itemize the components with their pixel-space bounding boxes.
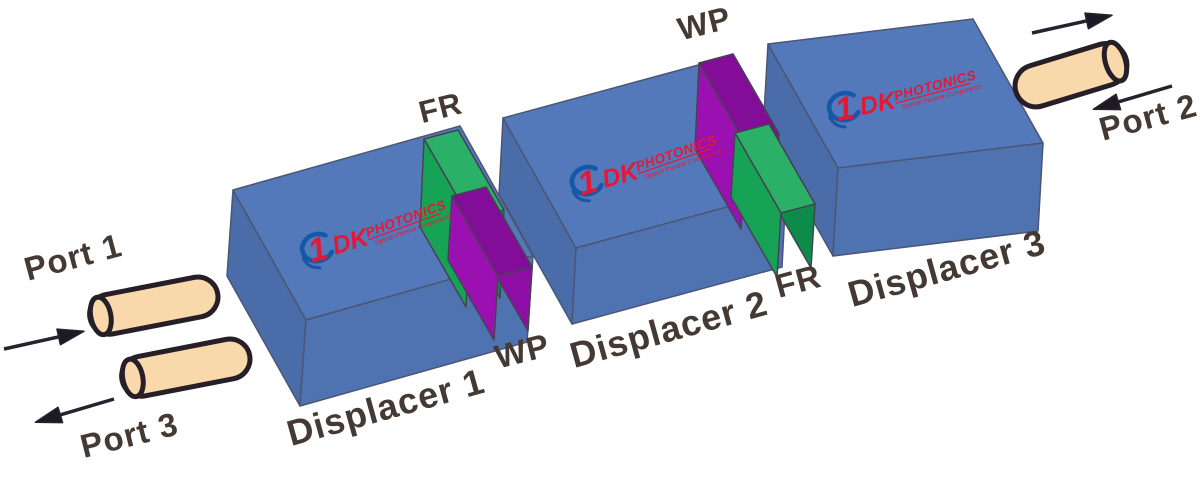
arrow-shaft [1115, 84, 1173, 105]
port-1-input-arrow-icon [3, 328, 85, 351]
arrow-head [56, 328, 85, 346]
arrow-shaft [1031, 18, 1090, 35]
arrow-head [1092, 93, 1122, 111]
wp-1-front-face [447, 195, 499, 341]
port-3-output-arrow-icon [34, 397, 115, 424]
port-1-label: Port 1 [20, 226, 126, 287]
wp-2-label: WP [674, 0, 735, 47]
fr-2-front-face [730, 132, 782, 278]
port-3-label: Port 3 [76, 405, 182, 465]
port-2-label: Port 2 [1095, 86, 1200, 147]
arrow-shaft [57, 397, 115, 418]
arrow-head [1084, 12, 1113, 30]
arrow-head [34, 406, 64, 424]
port-3-fiber-endcap [119, 356, 146, 400]
port-1-fiber [87, 274, 221, 338]
faraday-rotator-2-plate [730, 123, 816, 278]
port-2-output-arrow-icon [1031, 12, 1113, 35]
port-2-input-arrow-icon [1092, 84, 1173, 111]
port-3-fiber [119, 336, 253, 400]
port-2-fiber [1012, 39, 1130, 110]
arrow-shaft [3, 334, 62, 351]
waveplate-1-plate [447, 186, 533, 341]
displacer-3-front-face [832, 142, 1044, 257]
fr-1-label: FR [415, 86, 466, 130]
port-1-fiber-endcap [87, 294, 114, 338]
displacer-2-front-face [571, 190, 787, 325]
port-2-fiber-endcap [1101, 39, 1130, 84]
